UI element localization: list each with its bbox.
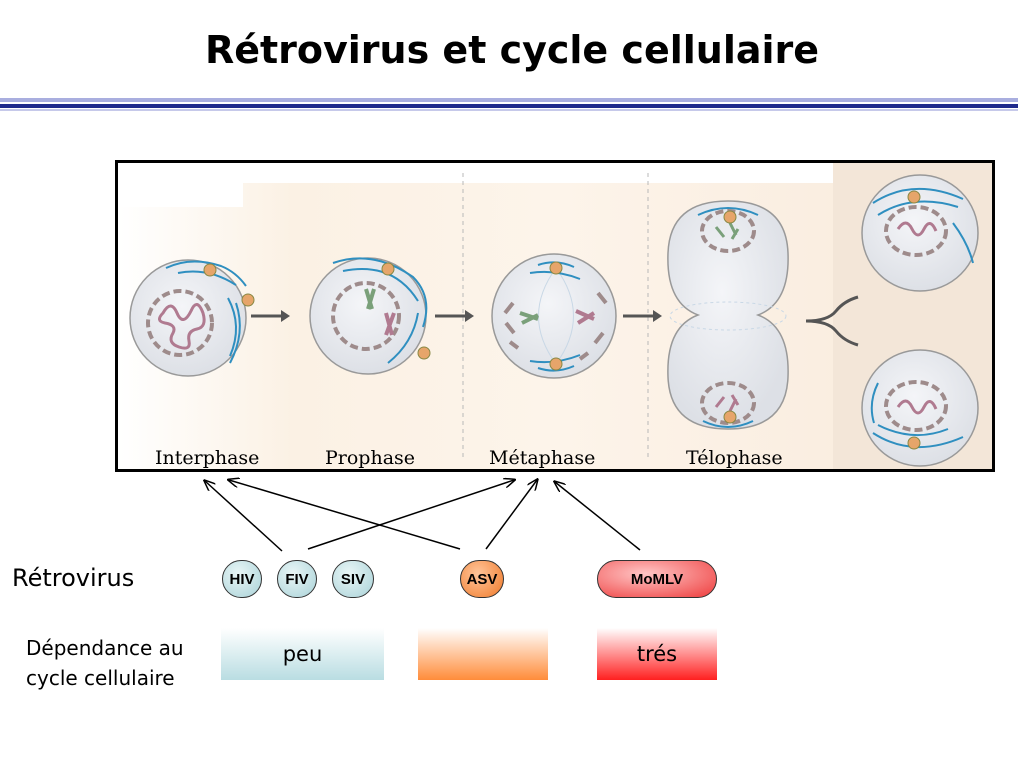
virus-badge-momlv: MoMLV bbox=[597, 560, 717, 598]
interphase-cell bbox=[129, 259, 255, 377]
daughter-cell-bottom bbox=[861, 349, 979, 467]
transition-arrow-head bbox=[281, 310, 290, 322]
dependence-bar-high: trés bbox=[597, 628, 717, 680]
phase-label-prophase: Prophase bbox=[325, 447, 416, 469]
title-rule-faint bbox=[0, 109, 1018, 111]
retrovirus-row-label: Rétrovirus bbox=[12, 564, 135, 592]
split-arrow bbox=[805, 319, 859, 347]
transition-arrow-head bbox=[653, 310, 662, 322]
cell-cycle-panel bbox=[115, 160, 995, 472]
telophase-cell bbox=[667, 200, 789, 430]
virus-badge-asv: ASV bbox=[460, 560, 504, 598]
phase-label-telophase: Télophase bbox=[686, 447, 783, 469]
dependence-label-line1: Dépendance au bbox=[26, 636, 184, 660]
virus-badge-fiv: FIV bbox=[277, 560, 317, 598]
dependence-bar-low: peu bbox=[221, 628, 384, 680]
split-arrow bbox=[805, 295, 859, 323]
daughter-cell-top bbox=[861, 174, 979, 292]
prophase-cell bbox=[309, 257, 431, 375]
cell-cycle-illustration bbox=[118, 163, 992, 469]
arrow-momlv-metaphase bbox=[555, 482, 641, 551]
arrow-hiv-interphase bbox=[205, 481, 283, 552]
transition-arrow-head bbox=[465, 310, 474, 322]
virus-badge-hiv: HIV bbox=[222, 560, 262, 598]
title-rule-dark bbox=[0, 104, 1018, 108]
arrow-fiv-metaphase bbox=[307, 480, 514, 550]
dependence-label-line2: cycle cellulaire bbox=[26, 666, 175, 690]
phase-label-metaphase: Métaphase bbox=[489, 447, 596, 469]
title-rule-light bbox=[0, 98, 1018, 102]
page-title: Rétrovirus et cycle cellulaire bbox=[204, 28, 820, 72]
phase-label-interphase: Interphase bbox=[155, 447, 260, 469]
metaphase-cell bbox=[491, 253, 617, 379]
arrow-asv-interphase bbox=[229, 480, 461, 550]
virus-badge-siv: SIV bbox=[332, 560, 374, 598]
dependence-bar-mid bbox=[418, 628, 548, 680]
arrow-asv-metaphase bbox=[485, 480, 537, 550]
